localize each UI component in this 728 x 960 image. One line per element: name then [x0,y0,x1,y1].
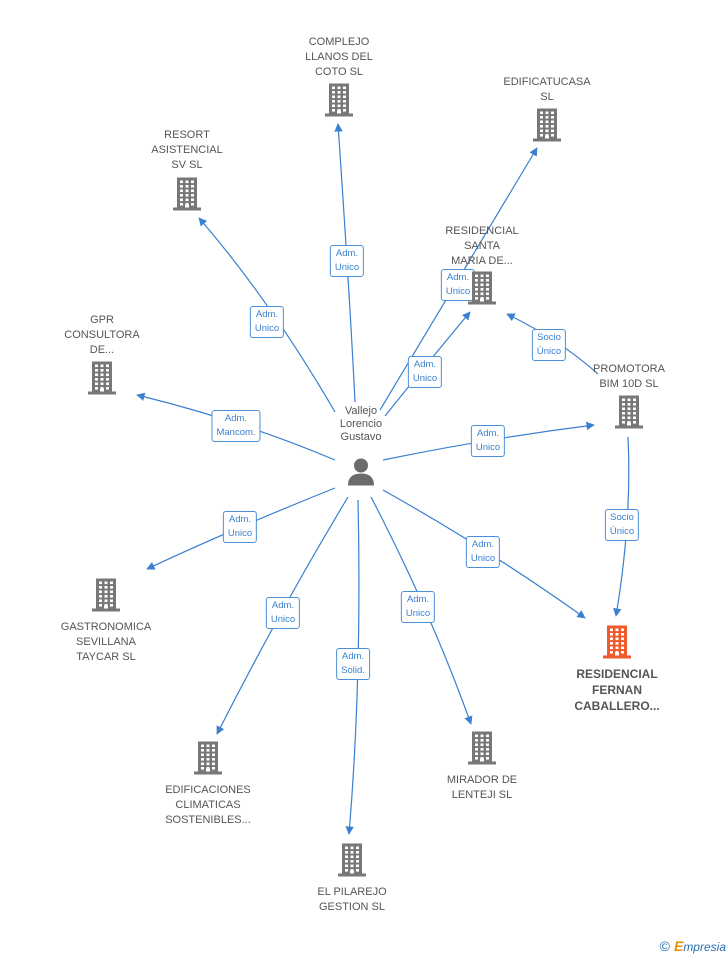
edge-center-complejo [334,123,356,403]
copyright-icon: © [659,938,670,954]
edge-label-center-complejo[interactable]: Adm.Unico [329,245,365,277]
edge-label-center-resort[interactable]: Adm.Unico [249,306,285,338]
building-icon[interactable] [171,177,203,216]
edge-label-center-residencial_santa[interactable]: Adm.Unico [407,356,443,388]
building-icon[interactable] [86,361,118,400]
building-icon[interactable] [192,741,224,780]
brand-name: mpresia [683,940,726,954]
building-icon[interactable] [336,843,368,882]
edge-label-center-mirador[interactable]: Adm.Unico [400,591,436,623]
building-icon[interactable] [466,271,498,310]
building-icon[interactable] [466,731,498,770]
edge-label-center-gpr[interactable]: Adm.Mancom. [211,410,261,442]
edge-label-center-edificaciones[interactable]: Adm.Unico [265,597,301,629]
edge-label-center-pilarejo[interactable]: Adm.Solid. [336,648,370,680]
brand-logo-letter: E [673,938,684,954]
brand-footer: ©Empresia [660,938,726,954]
edge-label-center-gastronomica[interactable]: Adm.Unico [222,511,258,543]
building-icon[interactable] [323,83,355,122]
building-icon[interactable] [613,395,645,434]
edge-label-center-promotora[interactable]: Adm.Unico [470,425,506,457]
person-icon[interactable] [346,457,376,492]
edge-label-center-residencial_fernan[interactable]: Adm.Unico [465,536,501,568]
building-icon[interactable] [531,108,563,147]
building-icon[interactable] [601,625,633,664]
building-icon[interactable] [90,578,122,617]
